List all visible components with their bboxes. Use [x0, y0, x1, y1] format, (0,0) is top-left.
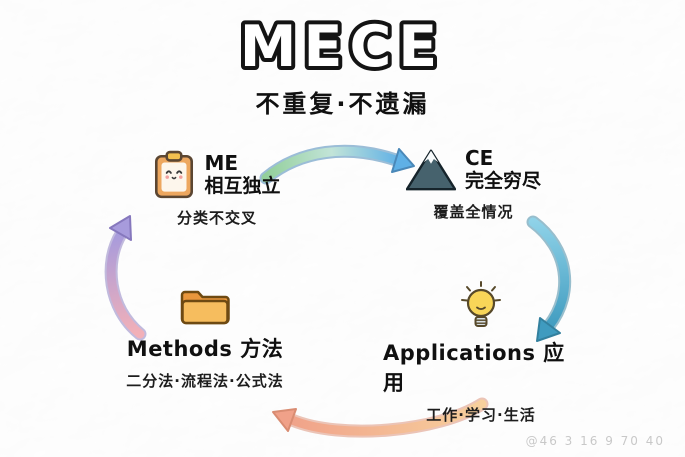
node-applications: Applications 应用 工作·学习·生活 [383, 280, 579, 425]
me-title: ME [204, 151, 239, 176]
node-me: ME 相互独立 分类不交叉 [142, 150, 292, 228]
ce-desc: 覆盖全情况 [433, 202, 514, 221]
node-ce: CE 完全穷尽 覆盖全情况 [406, 146, 541, 222]
lightbulb-icon [461, 281, 501, 327]
methods-desc: 二分法·流程法·公式法 [126, 372, 284, 390]
node-methods: Methods 方法 二分法·流程法·公式法 [100, 284, 310, 391]
methods-title: Methods 方法 [126, 337, 284, 361]
applications-desc: 工作·学习·生活 [426, 406, 536, 424]
title-area: MECE [236, 10, 444, 84]
ce-subtitle: 完全穷尽 [465, 170, 542, 192]
page-title: MECE [240, 14, 444, 80]
clipboard-icon [155, 150, 194, 199]
applications-title: Applications 应用 [383, 341, 565, 395]
page-subtitle: 不重复·不遗漏 [255, 90, 430, 118]
me-desc: 分类不交叉 [176, 209, 257, 227]
folder-icon [180, 290, 230, 325]
mountain-icon [406, 149, 456, 191]
me-subtitle: 相互独立 [204, 175, 281, 198]
watermark: @46 3 16 9 70 40 [525, 434, 665, 448]
ce-title: CE [465, 146, 494, 170]
